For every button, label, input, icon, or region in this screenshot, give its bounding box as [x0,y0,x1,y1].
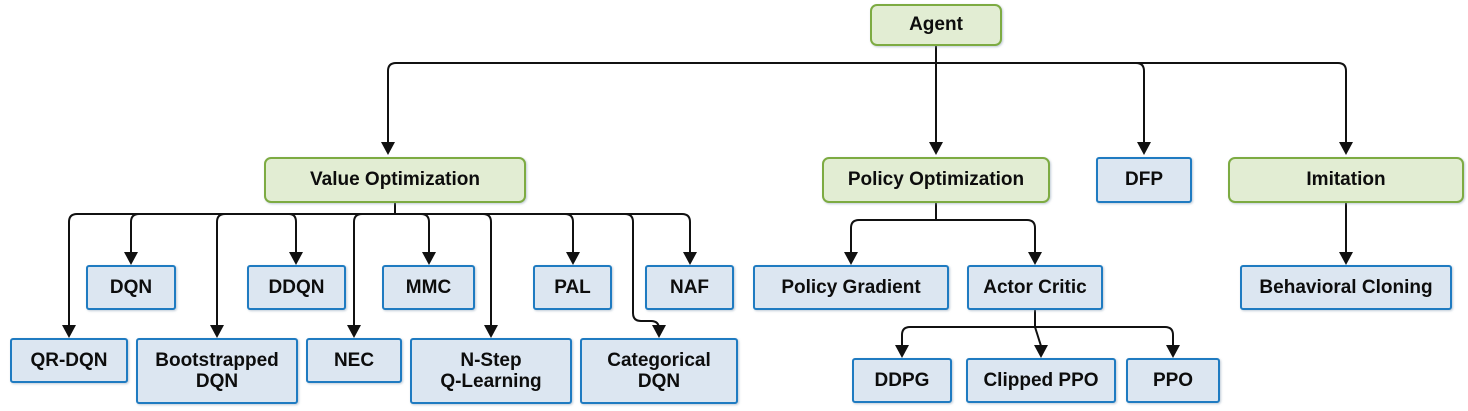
edge-value_opt-dqn [124,203,396,265]
node-value_opt[interactable]: Value Optimization [264,157,526,203]
arrowhead [1166,345,1180,358]
node-pal[interactable]: PAL [533,265,612,310]
edge-policy_opt-policy_grad [844,203,937,265]
arrowhead [683,252,697,265]
node-label-naf: NAF [669,276,710,298]
arrowhead [124,252,138,265]
node-label-behav_clone: Behavioral Cloning [1259,276,1433,298]
node-boot_dqn[interactable]: Bootstrapped DQN [136,338,298,404]
edge-value_opt-mmc [395,213,436,265]
node-dqn[interactable]: DQN [86,265,176,310]
edge-actor_critic-clipped_ppo [1034,326,1048,358]
edge-value_opt-naf [395,213,697,265]
node-ppo[interactable]: PPO [1126,358,1220,403]
node-label-policy_grad: Policy Gradient [781,276,921,298]
edge-actor_critic-ppo [1035,326,1180,358]
node-label-qr_dqn: QR-DQN [30,349,108,371]
arrowhead [1339,142,1353,155]
arrowhead [844,252,858,265]
arrowhead [422,252,436,265]
node-label-ppo: PPO [1152,369,1194,391]
arrowhead [652,325,666,338]
arrowhead [347,325,361,338]
node-label-agent: Agent [909,14,963,36]
node-actor_critic[interactable]: Actor Critic [967,265,1103,310]
arrowhead [929,142,943,155]
arrowhead [484,325,498,338]
edge-policy_opt-actor_critic [936,219,1042,265]
edge-value_opt-pal [395,213,580,265]
node-n_step[interactable]: N-Step Q-Learning [410,338,572,404]
node-label-policy_opt: Policy Optimization [847,169,1025,191]
node-label-clipped_ppo: Clipped PPO [983,369,1099,391]
node-label-imitation: Imitation [1306,169,1386,191]
node-ddqn[interactable]: DDQN [247,265,346,310]
node-policy_opt[interactable]: Policy Optimization [822,157,1050,203]
edge-agent-value_opt [381,46,937,155]
arrowhead [1137,142,1151,155]
node-imitation[interactable]: Imitation [1228,157,1464,203]
node-label-dqn: DQN [109,276,153,298]
edge-agent-dfp [936,62,1151,155]
node-label-value_opt: Value Optimization [310,169,480,191]
node-mmc[interactable]: MMC [382,265,475,310]
arrowhead [289,252,303,265]
arrowhead [895,345,909,358]
edge-agent-policy_opt [929,46,943,155]
node-label-ddqn: DDQN [268,276,325,298]
node-dfp[interactable]: DFP [1096,157,1192,203]
node-label-pal: PAL [554,276,591,298]
node-label-ddpg: DDPG [874,369,930,391]
node-naf[interactable]: NAF [645,265,734,310]
node-agent[interactable]: Agent [870,4,1002,46]
node-label-n_step: N-Step Q-Learning [440,349,542,392]
edge-imitation-behav_clone [1339,203,1353,265]
arrowhead [62,325,76,338]
edge-value_opt-ddqn [288,213,395,265]
node-qr_dqn[interactable]: QR-DQN [10,338,128,383]
node-clipped_ppo[interactable]: Clipped PPO [966,358,1116,403]
node-label-actor_critic: Actor Critic [983,276,1087,298]
arrowhead [210,325,224,338]
arrowhead [1028,252,1042,265]
node-ddpg[interactable]: DDPG [852,358,952,403]
arrowhead [1034,345,1048,358]
arrowhead [566,252,580,265]
node-behav_clone[interactable]: Behavioral Cloning [1240,265,1452,310]
node-nec[interactable]: NEC [306,338,402,383]
node-cat_dqn[interactable]: Categorical DQN [580,338,738,404]
node-label-boot_dqn: Bootstrapped DQN [155,349,279,392]
edge-agent-imitation [936,62,1353,155]
node-label-cat_dqn: Categorical DQN [607,349,711,392]
node-policy_grad[interactable]: Policy Gradient [753,265,949,310]
arrowhead [1339,252,1353,265]
node-label-nec: NEC [333,349,375,371]
node-label-dfp: DFP [1125,169,1163,191]
arrowhead [381,142,395,155]
edge-actor_critic-ddpg [895,310,1036,358]
node-label-mmc: MMC [405,276,452,298]
